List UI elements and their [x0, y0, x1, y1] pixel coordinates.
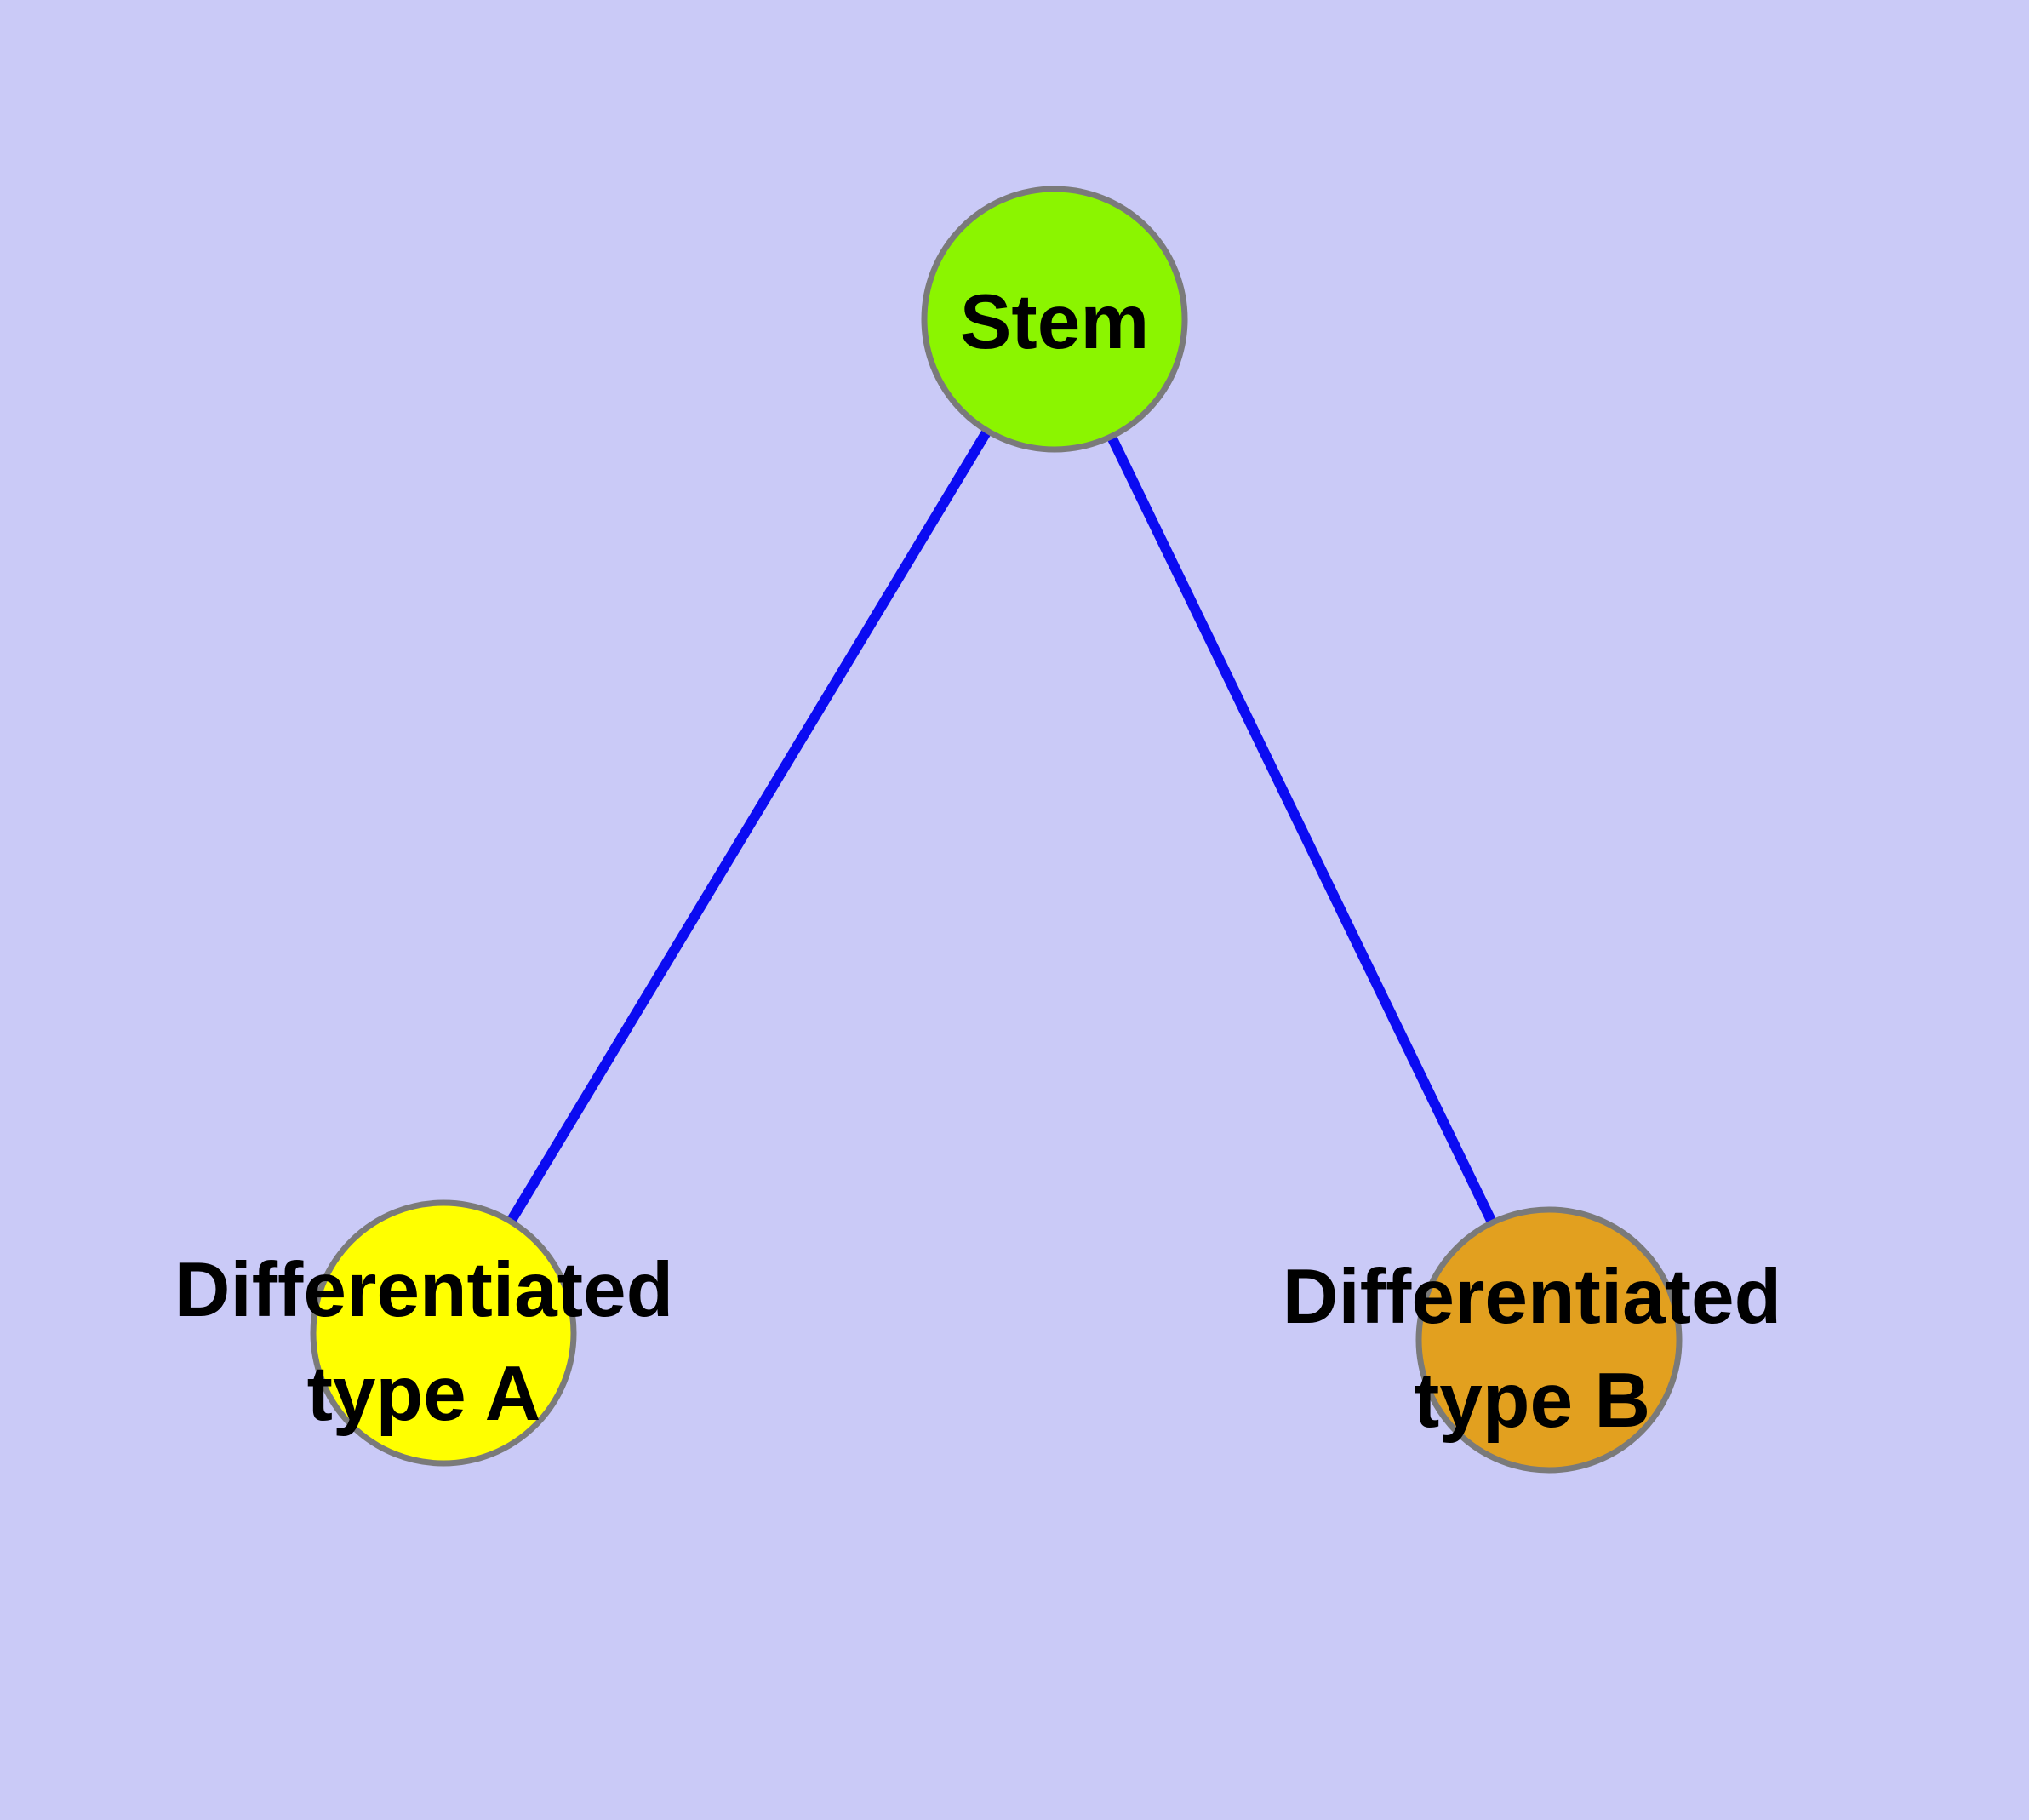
node-type-b-circle: [1415, 1206, 1683, 1474]
node-type-a-circle: [310, 1199, 577, 1467]
node-type-a-label-line-1: Differentiated: [174, 1247, 674, 1333]
node-stem-label: Stem: [960, 279, 1150, 365]
node-stem-circle: [921, 186, 1188, 453]
node-type-a-label-line-2: type A: [307, 1351, 541, 1437]
node-type-b-label-line-1: Differentiated: [1283, 1254, 1782, 1340]
node-type-b-label-line-2: type B: [1414, 1358, 1650, 1444]
edge-stem-to-type-a: [438, 316, 1060, 1336]
edge-stem-to-type-b: [1049, 317, 1554, 1342]
